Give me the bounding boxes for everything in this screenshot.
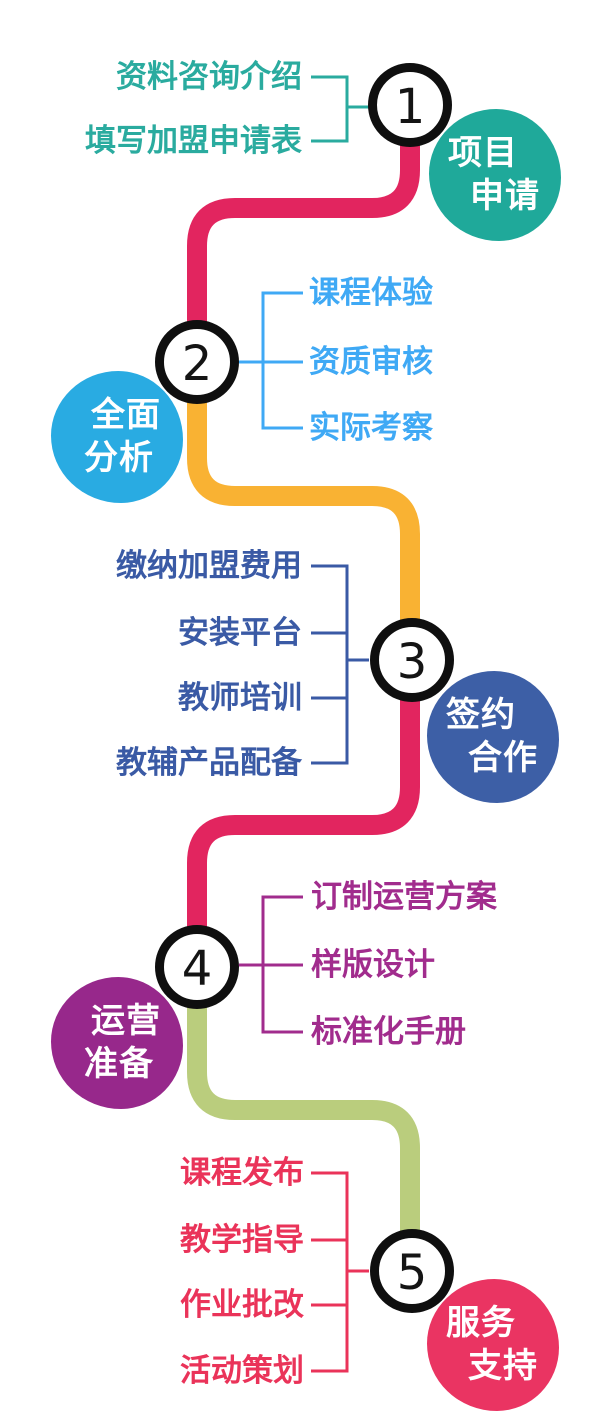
step1-number: 1: [394, 79, 426, 135]
step3-blob-label-line1: 签约: [446, 696, 516, 734]
step5-item: 课程发布: [180, 1155, 304, 1190]
path-segment-4-5: [187, 988, 420, 1252]
step4-item: 订制运营方案: [311, 879, 497, 914]
step3-number: 3: [396, 634, 428, 690]
bracket-step2: [239, 291, 303, 430]
step1-number-circle: 1: [368, 63, 452, 147]
step3-number-circle: 3: [370, 618, 454, 702]
bracket-step5: [311, 1171, 369, 1373]
step5-number-circle: 5: [370, 1229, 454, 1313]
step5-item: 活动策划: [180, 1353, 304, 1388]
bracket-step1: [311, 75, 369, 143]
step1-item: 资料咨询介绍: [116, 59, 302, 94]
path-segment-2-3: [187, 382, 420, 642]
step4-blob-label-line2: 准备: [84, 1045, 154, 1083]
step4-item: 样版设计: [311, 947, 435, 982]
step4-blob: 运营 准备: [51, 977, 183, 1109]
step2-blob-label-line1: 全面: [91, 396, 161, 434]
bracket-step4: [239, 895, 303, 1034]
step5-blob: 服务 支持: [427, 1279, 559, 1411]
path-segment-3-4: [187, 682, 420, 948]
step2-blob-label-line2: 分析: [84, 439, 154, 477]
step3-blob-label-line2: 合作: [468, 739, 538, 777]
step4-item: 标准化手册: [311, 1014, 466, 1049]
step1-blob: 项目 申请: [429, 109, 561, 241]
step5-item: 教学指导: [180, 1222, 304, 1257]
step3-item: 缴纳加盟费用: [116, 548, 302, 583]
bracket-step3: [311, 564, 369, 765]
step2-item: 资质审核: [309, 344, 433, 379]
step3-item: 教师培训: [178, 680, 302, 715]
step5-number: 5: [396, 1245, 428, 1301]
step5-blob-label-line2: 支持: [468, 1347, 538, 1385]
step3-item: 教辅产品配备: [116, 745, 302, 780]
step2-item: 实际考察: [309, 410, 433, 445]
step1-blob-label-line2: 申请: [470, 177, 540, 215]
step4-number-circle: 4: [155, 925, 239, 1009]
step3-blob: 签约 合作: [427, 671, 559, 803]
step1-item: 填写加盟申请表: [85, 123, 302, 158]
step2-number: 2: [181, 336, 213, 392]
path-segment-1-2: [187, 118, 420, 344]
step2-number-circle: 2: [155, 320, 239, 404]
step5-blob-label-line1: 服务: [446, 1304, 516, 1342]
step2-blob: 全面 分析: [51, 371, 183, 503]
step3-item: 安装平台: [178, 615, 302, 650]
step4-number: 4: [181, 941, 213, 997]
step5-item: 作业批改: [180, 1287, 304, 1322]
step1-blob-label-line1: 项目: [448, 134, 518, 172]
step4-blob-label-line1: 运营: [91, 1002, 161, 1040]
step2-item: 课程体验: [309, 275, 433, 310]
